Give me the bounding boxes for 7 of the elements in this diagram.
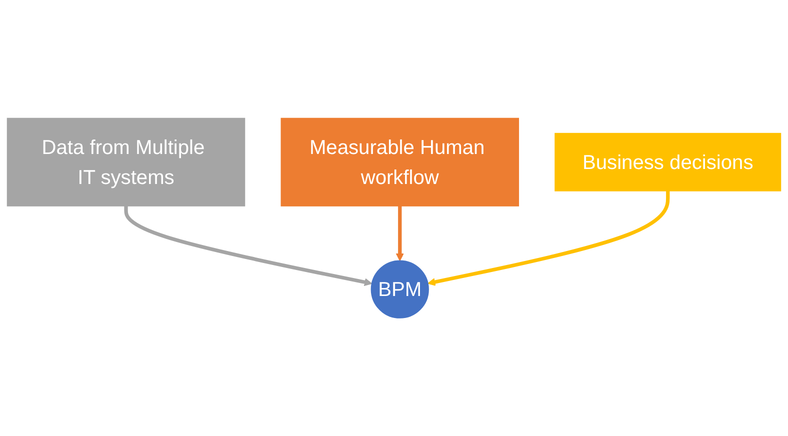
node-box: Data from Multiple IT systems xyxy=(6,118,246,206)
node-box: Measurable Human workflow xyxy=(280,118,520,206)
arrow xyxy=(124,206,372,286)
node-box: Business decisions xyxy=(554,132,782,192)
arrow xyxy=(396,206,404,261)
arrow xyxy=(428,190,670,286)
node-circle: BPM xyxy=(370,260,429,318)
